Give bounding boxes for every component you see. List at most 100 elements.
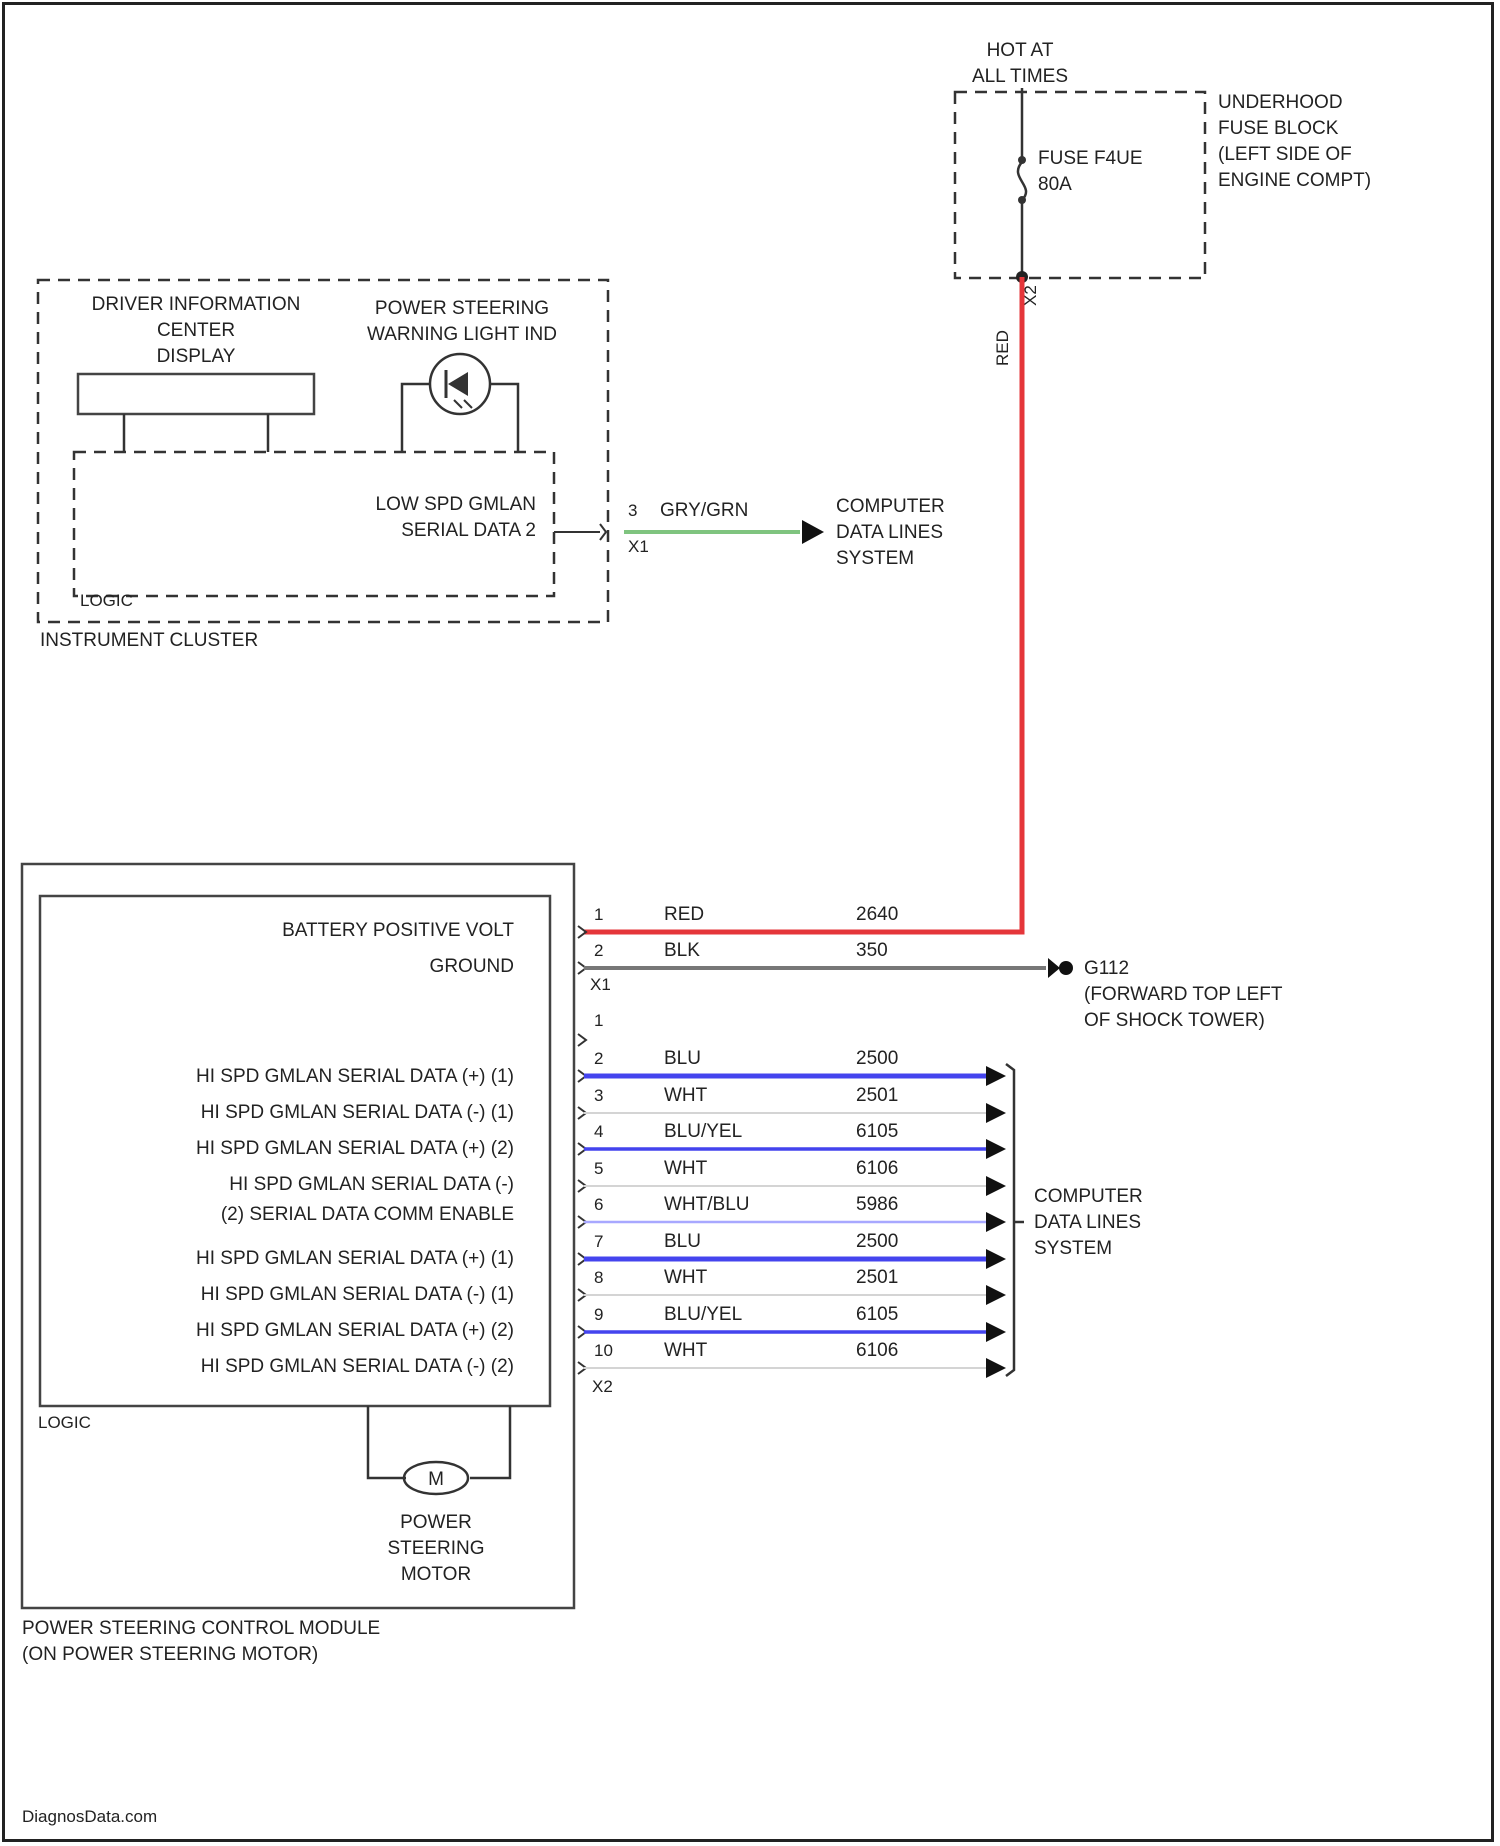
dic-display-box bbox=[78, 374, 314, 414]
module-serial-label: HI SPD GMLAN SERIAL DATA (+) (2) bbox=[196, 1138, 514, 1159]
hot-at-label: HOT AT bbox=[987, 40, 1054, 61]
x2-pin-number: 9 bbox=[594, 1305, 603, 1324]
motor-lead-right bbox=[470, 1406, 510, 1478]
x2-wire-arrow bbox=[986, 1066, 1006, 1086]
x2-wire-arrow bbox=[986, 1322, 1006, 1342]
cluster-pin-number: 3 bbox=[628, 501, 637, 520]
module-serial-label: HI SPD GMLAN SERIAL DATA (-) (1) bbox=[201, 1284, 514, 1305]
dic-label-line1: DRIVER INFORMATION bbox=[92, 294, 301, 315]
x2-pin-number: 5 bbox=[594, 1159, 603, 1178]
x2-wire-arrow bbox=[986, 1139, 1006, 1159]
wire-battery-feed bbox=[584, 277, 1022, 932]
x2-circuit-number: 6105 bbox=[856, 1304, 898, 1325]
x2-circuit-number: 6106 bbox=[856, 1158, 898, 1179]
dic-display-label: DRIVER INFORMATION CENTER DISPLAY bbox=[92, 294, 301, 367]
ground-location-line1: (FORWARD TOP LEFT bbox=[1084, 984, 1283, 1005]
low-speed-serial-line1: LOW SPD GMLAN bbox=[376, 494, 536, 515]
motor-label-line3: MOTOR bbox=[401, 1564, 471, 1585]
motor-label-line1: POWER bbox=[400, 1512, 472, 1533]
module-logic-label: LOGIC bbox=[38, 1413, 91, 1432]
data-lines-1-line3: SYSTEM bbox=[836, 548, 914, 569]
led-diode-triangle bbox=[448, 372, 468, 396]
fuse-f4ue: FUSE F4UE 80A bbox=[1018, 88, 1143, 276]
x1-circuit-number: 2640 bbox=[856, 904, 898, 925]
x2-circuit-number: 6106 bbox=[856, 1340, 898, 1361]
data-lines-2-line1: COMPUTER bbox=[1034, 1186, 1143, 1207]
x2-first-pin-label: 1 bbox=[594, 1011, 603, 1030]
motor-symbol: M bbox=[428, 1469, 444, 1490]
x2-pin1-chevron bbox=[578, 1034, 586, 1046]
module-serial-label: HI SPD GMLAN SERIAL DATA (+) (1) bbox=[196, 1066, 514, 1087]
x2-wire-arrow bbox=[986, 1212, 1006, 1232]
x1-pin-number: 2 bbox=[594, 941, 603, 960]
led-emission-ray-2 bbox=[464, 400, 472, 408]
x1-wire-color-label: BLK bbox=[664, 940, 700, 961]
motor-label-line2: STEERING bbox=[387, 1538, 484, 1559]
ground-location-line2: OF SHOCK TOWER) bbox=[1084, 1010, 1265, 1031]
x2-wire-color-label: BLU bbox=[664, 1231, 701, 1252]
data-lines-label-2: COMPUTER DATA LINES SYSTEM bbox=[1034, 1186, 1143, 1259]
x2-wire-color-label: BLU/YEL bbox=[664, 1121, 742, 1142]
warning-light-label-line1: POWER STEERING bbox=[375, 298, 549, 319]
ground-arrow bbox=[1048, 958, 1060, 978]
x2-pin-number: 7 bbox=[594, 1232, 603, 1251]
ground-point-icon bbox=[1059, 961, 1073, 975]
dic-label-line2: CENTER bbox=[157, 320, 235, 341]
x1-connector-label: X1 bbox=[590, 975, 611, 994]
x2-wire-color-label: WHT bbox=[664, 1340, 708, 1361]
module-name-line2: (ON POWER STEERING MOTOR) bbox=[22, 1644, 318, 1665]
warning-light-label: POWER STEERING WARNING LIGHT IND bbox=[367, 298, 557, 345]
data-lines-bracket bbox=[1006, 1064, 1014, 1376]
module-name-line1: POWER STEERING CONTROL MODULE bbox=[22, 1618, 380, 1639]
fuse-name-label: FUSE F4UE bbox=[1038, 148, 1143, 169]
low-speed-serial-line2: SERIAL DATA 2 bbox=[401, 520, 536, 541]
x2-wire-color-label: WHT bbox=[664, 1158, 708, 1179]
fuse-symbol bbox=[1018, 162, 1026, 200]
ground-label: GROUND bbox=[430, 956, 514, 977]
x1-pin-number: 1 bbox=[594, 905, 603, 924]
power-source: HOT AT ALL TIMES bbox=[972, 40, 1068, 87]
module-serial-label: HI SPD GMLAN SERIAL DATA (+) (2) bbox=[196, 1320, 514, 1341]
x2-pin-number: 3 bbox=[594, 1086, 603, 1105]
power-wire-color-label: RED bbox=[993, 330, 1012, 366]
x2-circuit-number: 2501 bbox=[856, 1267, 898, 1288]
x2-wire-color-label: BLU/YEL bbox=[664, 1304, 742, 1325]
fuse-block-label-line1: UNDERHOOD bbox=[1218, 92, 1343, 113]
x2-circuit-number: 2500 bbox=[856, 1231, 898, 1252]
x2-pin-number: 10 bbox=[594, 1341, 613, 1360]
module-serial-label: HI SPD GMLAN SERIAL DATA (-) (2) bbox=[201, 1356, 514, 1377]
x2-pin-number: 2 bbox=[594, 1049, 603, 1068]
x2-wire-arrow bbox=[986, 1103, 1006, 1123]
fuse-block-label-line2: FUSE BLOCK bbox=[1218, 118, 1339, 139]
power-steering-motor: M POWER STEERING MOTOR bbox=[368, 1406, 510, 1585]
module-serial-labels: HI SPD GMLAN SERIAL DATA (+) (1) HI SPD G… bbox=[196, 1066, 514, 1377]
x2-wire-color-label: WHT/BLU bbox=[664, 1194, 750, 1215]
data-lines-2-line3: SYSTEM bbox=[1034, 1238, 1112, 1259]
x2-connector-label: X2 bbox=[592, 1377, 613, 1396]
instrument-cluster-label: INSTRUMENT CLUSTER bbox=[40, 630, 258, 651]
x2-wire-color-label: BLU bbox=[664, 1048, 701, 1069]
led-lead-right bbox=[490, 384, 518, 452]
data-lines-1-line2: DATA LINES bbox=[836, 522, 943, 543]
data-lines-2-line2: DATA LINES bbox=[1034, 1212, 1141, 1233]
x1-wire-color-label: RED bbox=[664, 904, 704, 925]
cluster-logic-label: LOGIC bbox=[80, 591, 133, 610]
x2-circuit-number: 5986 bbox=[856, 1194, 898, 1215]
fuse-block-label-line3: (LEFT SIDE OF bbox=[1218, 144, 1352, 165]
underhood-fuse-block bbox=[955, 92, 1205, 278]
cluster-pin-chevron bbox=[600, 524, 606, 540]
x2-wire-arrow bbox=[986, 1249, 1006, 1269]
module-serial-label: HI SPD GMLAN SERIAL DATA (+) (1) bbox=[196, 1248, 514, 1269]
x2-wire-arrow bbox=[986, 1176, 1006, 1196]
data-lines-label-1: COMPUTER DATA LINES SYSTEM bbox=[836, 496, 945, 569]
site-watermark: DiagnosData.com bbox=[22, 1807, 157, 1826]
warning-light-led-icon bbox=[430, 354, 490, 414]
fuse-block-label: UNDERHOOD FUSE BLOCK (LEFT SIDE OF ENGIN… bbox=[1218, 92, 1371, 191]
arrow-to-data-lines-1 bbox=[802, 520, 824, 544]
x2-pin-number: 8 bbox=[594, 1268, 603, 1287]
x2-circuit-number: 6105 bbox=[856, 1121, 898, 1142]
motor-lead-left bbox=[368, 1406, 406, 1478]
x2-wire-color-label: WHT bbox=[664, 1085, 708, 1106]
fuse-rating-label: 80A bbox=[1038, 174, 1072, 195]
cluster-connector-label: X1 bbox=[628, 537, 649, 556]
